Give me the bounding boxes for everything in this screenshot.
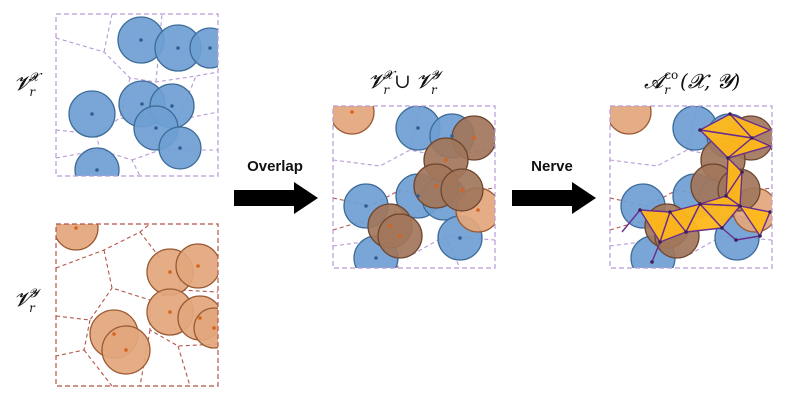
nerve-triangles [639,113,771,243]
frame-union [332,105,496,269]
frame-y [55,223,219,387]
points-union [350,110,480,260]
points-x [90,38,212,172]
points-y [74,226,216,352]
panel-complex [609,105,773,269]
panel-vy [55,223,219,387]
arrow-nerve-shape [512,182,596,214]
balls-y [56,224,218,375]
arrow-overlap-label: Overlap [247,158,303,175]
arrow-overlap-shape [234,182,318,214]
arrow-nerve-label: Nerve [531,158,573,175]
panel-union [332,105,496,269]
nerve-vertices [638,112,772,264]
frame-complex [609,105,773,269]
arrow-nerve: Nerve [512,158,596,214]
balls-x [68,16,218,176]
arrow-overlap: Overlap [234,158,318,214]
panel-vx [55,13,219,177]
nerve-edges [621,145,772,263]
frame-x [55,13,219,177]
